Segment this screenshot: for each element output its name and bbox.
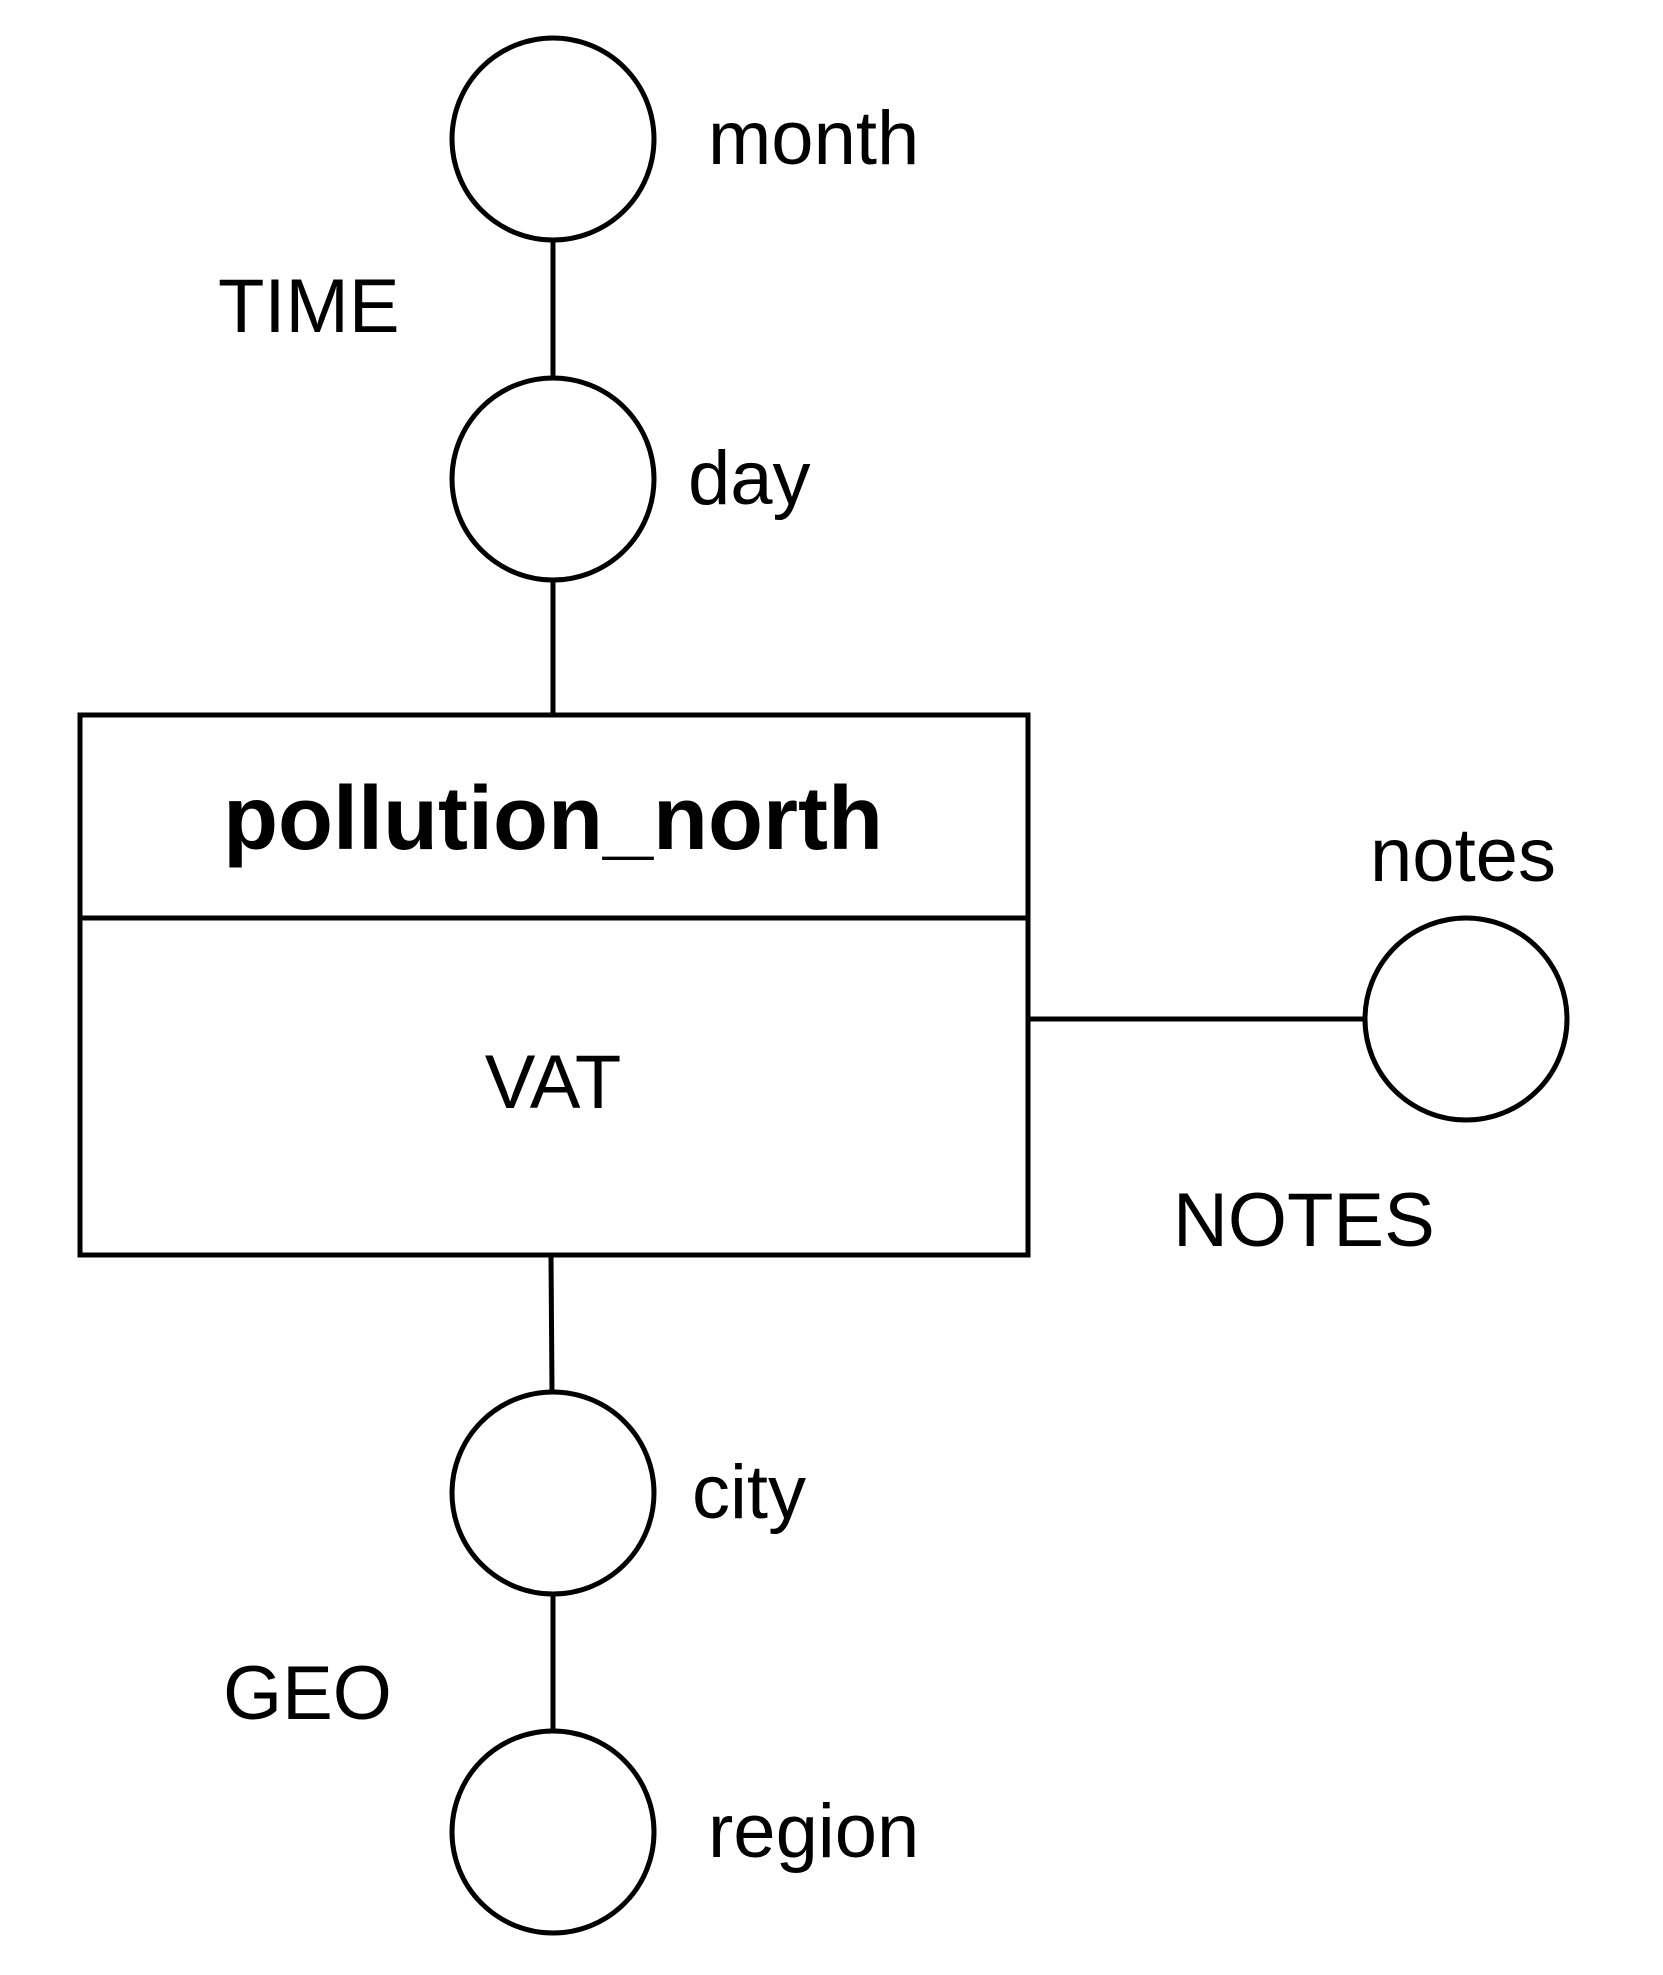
day-attribute-label: day [688, 436, 811, 521]
notes-attribute-label: notes [1370, 813, 1556, 898]
time-dimension: month day TIME [218, 35, 919, 583]
time-dimension-label: TIME [218, 264, 400, 349]
fact-measure-label: VAT [485, 1040, 622, 1125]
city-attribute-label: city [692, 1450, 806, 1535]
notes-attribute-node [1362, 915, 1570, 1123]
region-attribute-label: region [708, 1789, 919, 1874]
region-attribute-node [449, 1728, 657, 1936]
fact-table: pollution_north VAT [77, 712, 1031, 1258]
edge-fact-city [548, 1255, 555, 1392]
geo-dimension: city region GEO [223, 1389, 919, 1936]
notes-dimension: notes NOTES [1173, 813, 1570, 1263]
month-attribute-node [449, 35, 657, 243]
fact-table-box [77, 712, 1031, 1258]
day-attribute-node [449, 375, 657, 583]
notes-dimension-label: NOTES [1173, 1178, 1435, 1263]
month-attribute-label: month [708, 96, 919, 181]
geo-dimension-label: GEO [223, 1651, 392, 1736]
city-attribute-node [449, 1389, 657, 1597]
fact-table-name: pollution_north [223, 769, 883, 869]
